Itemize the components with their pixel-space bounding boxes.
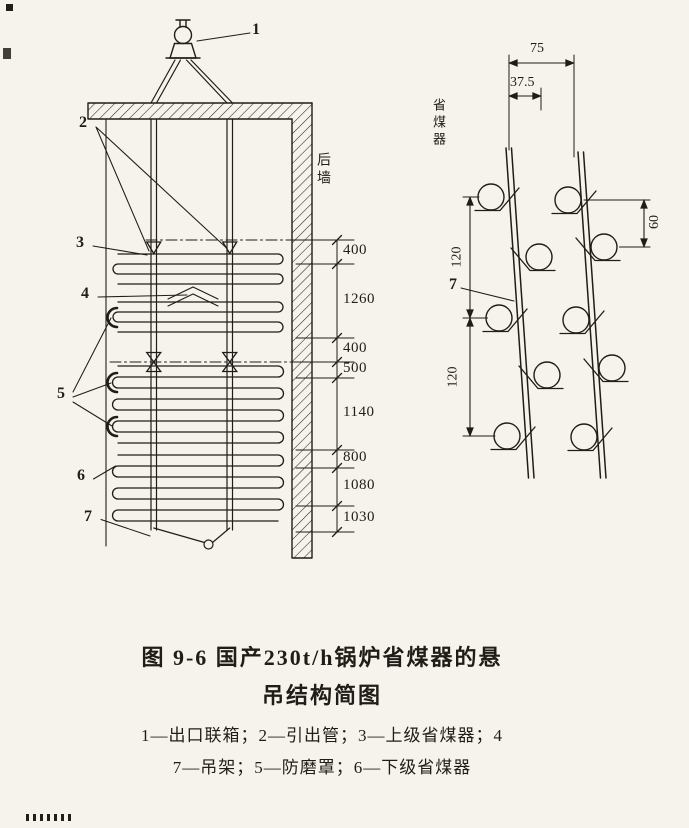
detail-dim-60: 60 xyxy=(647,215,662,229)
detail-tube-label: 省煤器 xyxy=(431,98,446,149)
outlet-header-symbol xyxy=(165,19,201,59)
dim-1030: 1030 xyxy=(343,509,375,525)
upper-economizer-coil xyxy=(112,253,284,333)
figure-title-line1: 图 9-6 国产230t/h锅炉省煤器的悬 xyxy=(141,645,503,670)
callout-leaders xyxy=(72,32,251,537)
detail-view-group xyxy=(460,54,651,479)
callout-3: 3 xyxy=(76,234,84,251)
detail-dim-120-lower: 120 xyxy=(445,366,461,388)
bottom-hanger xyxy=(153,527,231,550)
detail-callout-7: 7 xyxy=(449,276,457,293)
callout-5: 5 xyxy=(57,385,65,402)
hanger-rods xyxy=(150,118,234,531)
detail-dimension-lines xyxy=(466,59,648,437)
dim-400-top: 400 xyxy=(343,242,367,258)
detail-dim-37-5: 37.5 xyxy=(510,75,535,90)
detail-dim-120-upper: 120 xyxy=(449,246,465,268)
lower-economizer-coil xyxy=(111,365,285,522)
detail-callout-leader xyxy=(460,287,515,302)
hanger-straps xyxy=(505,147,607,479)
main-dimension-lines xyxy=(295,234,355,538)
figure-legend-line1: 1—出口联箱；2—引出管；3—上级省煤器；4 xyxy=(141,726,503,745)
hanger-clamps xyxy=(145,241,239,373)
chevron-support xyxy=(167,286,219,307)
dim-1080: 1080 xyxy=(343,477,375,493)
figure-title-line2: 吊结构简图 xyxy=(261,683,382,708)
dim-400-mid: 400 xyxy=(343,340,367,356)
rear-wall-hatch xyxy=(291,102,313,559)
callout-2: 2 xyxy=(79,114,87,131)
dim-800: 800 xyxy=(343,449,367,465)
detail-extension-lines xyxy=(462,54,651,437)
outlet-pipes xyxy=(150,59,234,104)
tube-circles xyxy=(477,183,626,451)
scan-artifact xyxy=(3,48,11,59)
figure-legend-line2: 7—吊架；5—防磨罩；6—下级省煤器 xyxy=(172,758,472,777)
callout-7: 7 xyxy=(84,508,92,525)
scan-artifact xyxy=(26,814,72,821)
dim-1260: 1260 xyxy=(343,291,375,307)
ceiling-hatch xyxy=(87,102,313,120)
dim-1140: 1140 xyxy=(343,404,375,420)
main-view-group xyxy=(72,19,355,559)
detail-dim-75: 75 xyxy=(530,41,544,56)
tube-hooks xyxy=(474,187,629,452)
scan-artifact xyxy=(6,4,13,11)
dim-500: 500 xyxy=(343,360,367,376)
callout-1: 1 xyxy=(252,21,260,38)
callout-6: 6 xyxy=(77,467,85,484)
callout-4: 4 xyxy=(81,285,89,302)
anti-wear-covers xyxy=(106,306,119,438)
rear-wall-label: 后墙 xyxy=(315,152,330,188)
